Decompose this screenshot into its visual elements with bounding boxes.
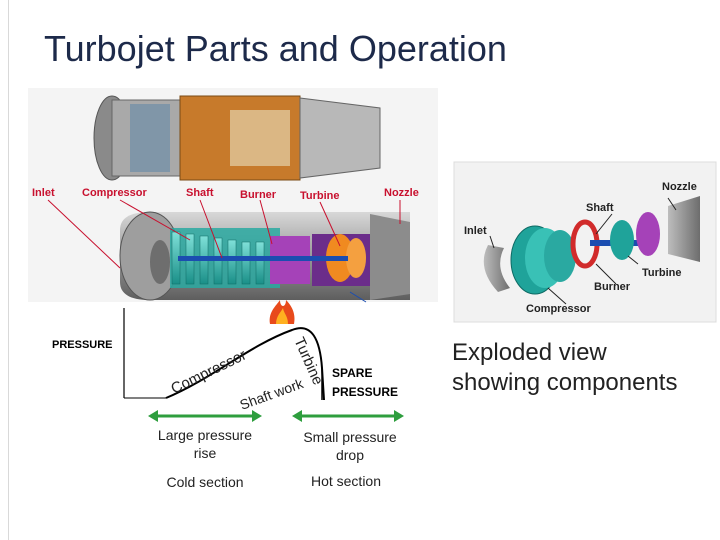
- spare-pressure-line2: PRESSURE: [332, 385, 398, 399]
- section-arrows: [148, 410, 404, 422]
- exploded-caption-line1: Exploded view: [452, 339, 607, 366]
- hot-section-label: Hot section: [310, 473, 382, 489]
- small-pressure-line1: Small pressure: [303, 429, 397, 445]
- label-inlet: Inlet: [32, 187, 55, 199]
- cold-section-label: Cold section: [166, 474, 244, 490]
- pressure-curve: [165, 327, 325, 401]
- exploded-label-shaft: Shaft: [586, 202, 614, 214]
- engine-photo: [93, 95, 381, 181]
- engine-cutaway-drawing: [119, 211, 410, 301]
- label-compressor: Compressor: [82, 187, 148, 199]
- label-shaft: Shaft: [186, 187, 214, 199]
- cold-arrow-left-head: [148, 410, 158, 422]
- label-burner: Burner: [240, 189, 277, 201]
- exploded-label-compressor: Compressor: [526, 303, 592, 315]
- burner-flame-icon: [269, 300, 295, 324]
- cutaway-labels: Inlet Compressor Shaft Burner Turbine No…: [32, 187, 419, 202]
- exploded-parts: [483, 196, 700, 295]
- shaft-work-text: Shaft work: [238, 375, 307, 413]
- exploded-label-nozzle: Nozzle: [662, 181, 697, 193]
- slide-left-border: [8, 0, 9, 540]
- label-turbine: Turbine: [300, 190, 340, 202]
- exploded-caption-line2: showing components: [452, 369, 678, 396]
- exploded-label-burner: Burner: [594, 281, 631, 293]
- compressor-curve-text: Compressor: [168, 347, 249, 398]
- label-nozzle: Nozzle: [384, 187, 419, 199]
- hot-arrow-left-head: [292, 410, 302, 422]
- exploded-view-figure: Nozzle Shaft Inlet Turbine Burner Compre…: [453, 161, 717, 323]
- leader-lines: [47, 199, 401, 269]
- small-pressure-line2: drop: [335, 447, 365, 463]
- pressure-axis-label: PRESSURE: [52, 339, 113, 351]
- exploded-label-inlet: Inlet: [464, 225, 487, 237]
- exploded-view-caption: Exploded view showing components: [452, 338, 677, 398]
- cutaway-engine-figure: Inlet Compressor Shaft Burner Turbine No…: [28, 88, 438, 303]
- cold-arrow-right-head: [252, 410, 262, 422]
- spare-pressure-line1: SPARE: [332, 366, 372, 380]
- exploded-leaders: [489, 197, 677, 305]
- slide-title: Turbojet Parts and Operation: [44, 28, 507, 69]
- hot-arrow-right-head: [394, 410, 404, 422]
- large-pressure-line2: rise: [193, 445, 217, 461]
- exploded-labels: Nozzle Shaft Inlet Turbine Burner Compre…: [464, 181, 697, 315]
- exploded-label-turbine: Turbine: [642, 267, 682, 279]
- large-pressure-rise-caption: Large pressure rise: [140, 426, 270, 462]
- small-pressure-drop-caption: Small pressure drop: [288, 428, 412, 464]
- pressure-diagram: PRESSURE Compressor Turbine Shaft work S…: [52, 300, 404, 422]
- large-pressure-line1: Large pressure: [157, 427, 253, 443]
